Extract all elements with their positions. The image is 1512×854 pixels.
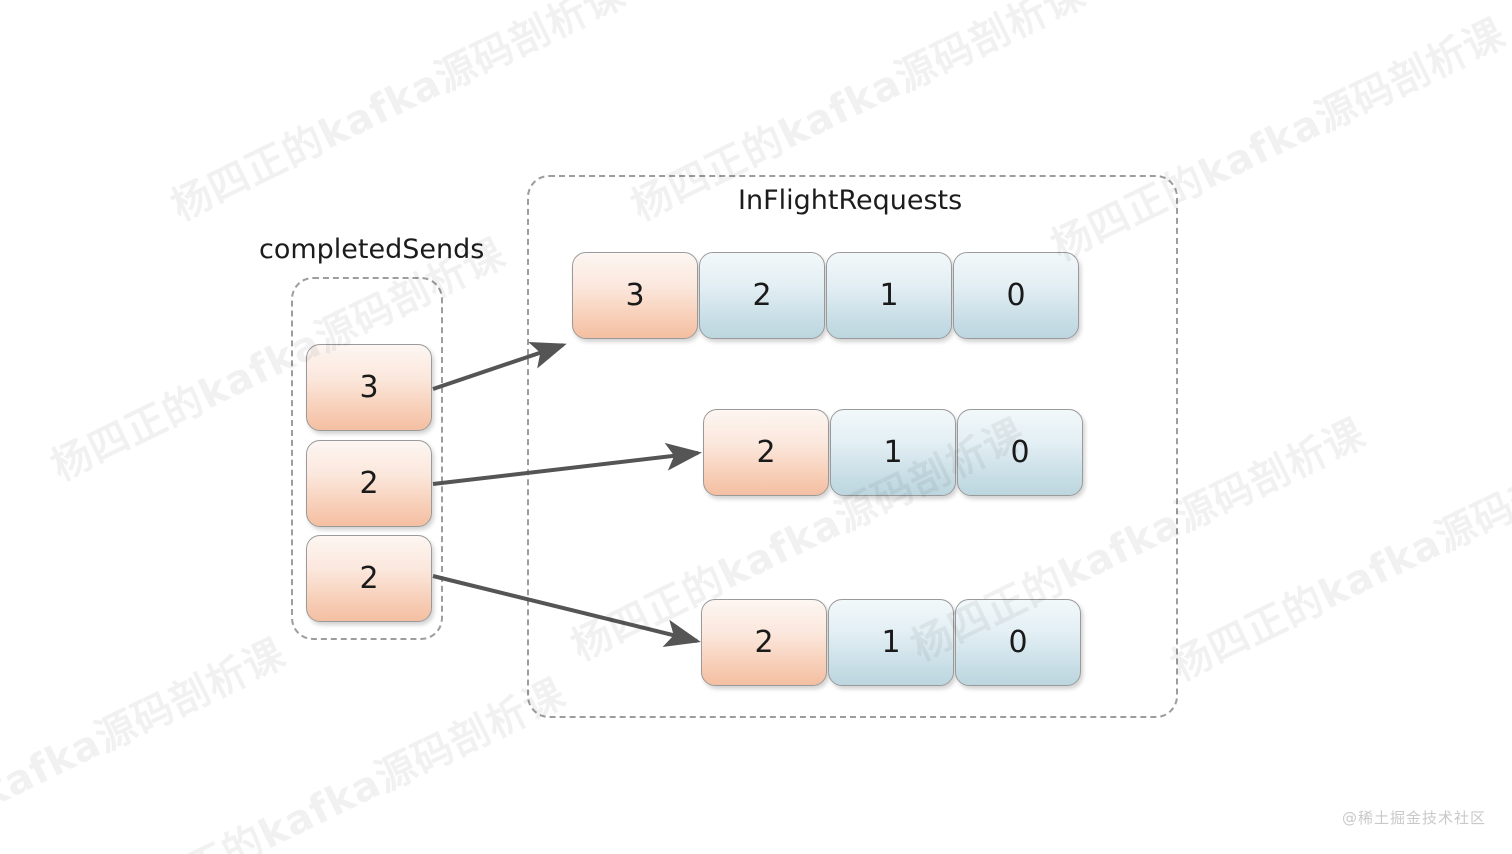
in-flight-queue-cell[interactable]: 2 (701, 599, 827, 686)
in-flight-queue-cell[interactable]: 2 (699, 252, 825, 339)
in-flight-queue-cell[interactable]: 2 (703, 409, 829, 496)
completed-sends-cell[interactable]: 2 (306, 535, 432, 622)
watermark-text: 杨四正的kafka源码剖析课 (104, 670, 573, 854)
source-credit: @稀土掘金技术社区 (1341, 809, 1486, 827)
completed-sends-title: completedSends (259, 234, 485, 265)
watermark-text: 杨四正的kafka源码剖析课 (0, 630, 293, 854)
in-flight-requests-container (527, 175, 1178, 718)
completed-sends-cell[interactable]: 3 (306, 344, 432, 431)
in-flight-queue-cell[interactable]: 3 (572, 252, 698, 339)
in-flight-queue-cell[interactable]: 0 (953, 252, 1079, 339)
in-flight-queue-cell[interactable]: 0 (955, 599, 1081, 686)
in-flight-queue-cell[interactable]: 0 (957, 409, 1083, 496)
in-flight-queue-cell[interactable]: 1 (826, 252, 952, 339)
completed-sends-cell[interactable]: 2 (306, 440, 432, 527)
watermark-text: 杨四正的kafka源码剖析课 (1164, 430, 1512, 691)
in-flight-queue-cell[interactable]: 1 (830, 409, 956, 496)
in-flight-queue-cell[interactable]: 1 (828, 599, 954, 686)
in-flight-requests-title: InFlightRequests (738, 185, 963, 216)
